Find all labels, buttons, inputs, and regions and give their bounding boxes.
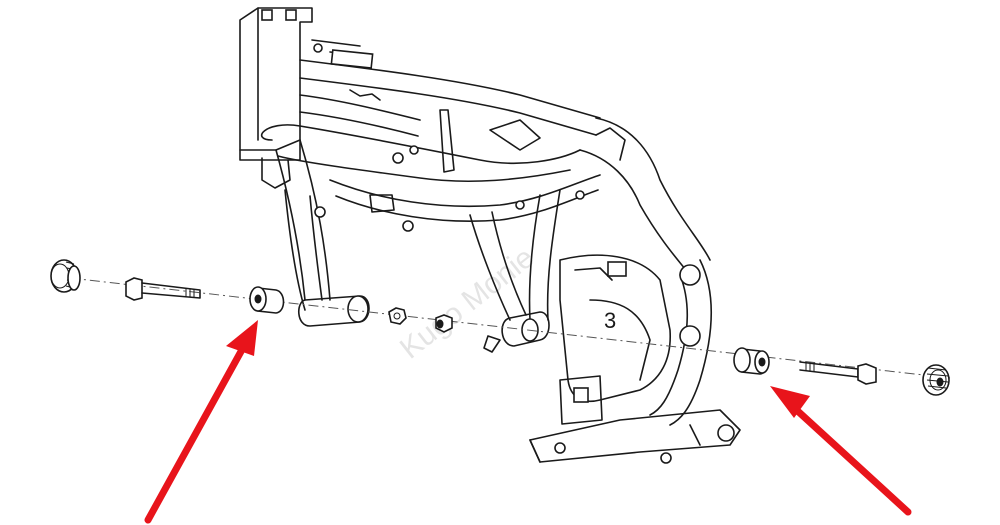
left-nut [388,307,407,325]
watermark-text: Kugo Monie [394,241,540,366]
arrow-to-left-bushing [144,320,258,524]
right-bushing [733,347,770,375]
center-nut [435,314,453,333]
left-bushing [249,286,285,314]
assembly-axis [69,277,951,379]
arrow-to-right-bushing [770,386,912,516]
left-long-bolt [125,277,201,301]
motorcycle-frame: 3 [239,7,741,464]
right-long-bolt [799,361,877,385]
part-number-label: 3 [604,308,616,333]
right-threaded-plug [922,364,950,396]
left-threaded-plug [50,259,81,293]
